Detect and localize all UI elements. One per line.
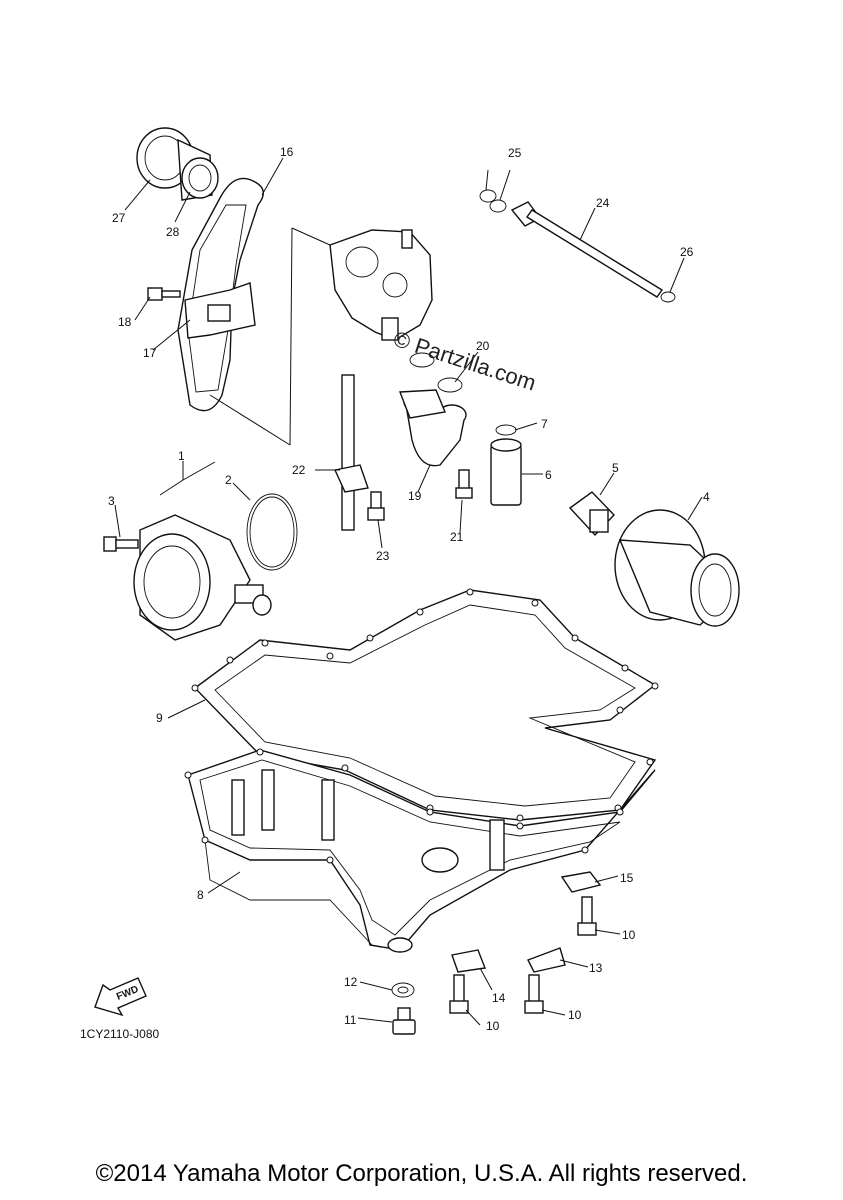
callout-11: 11 (344, 1013, 357, 1027)
callout-20: 20 (476, 339, 490, 353)
watermark: © Partzilla.com (390, 326, 539, 396)
bolt-18 (147, 287, 181, 301)
callout-12: 12 (344, 975, 358, 989)
bracket-13 (527, 947, 566, 973)
shaft-o-rings (479, 189, 676, 303)
oil-pan-gasket (191, 588, 659, 822)
callout-4: 4 (703, 490, 710, 504)
callout-16: 16 (280, 145, 294, 159)
leader-lines (114, 157, 703, 1026)
callout-26: 26 (680, 245, 694, 259)
bolt-10-right (577, 896, 597, 936)
callout-13: 13 (589, 961, 603, 975)
bolt-3 (103, 536, 139, 552)
copyright-notice: ©2014 Yamaha Motor Corporation, U.S.A. A… (95, 1160, 748, 1187)
callout-28: 28 (166, 225, 180, 239)
oil-cooler (133, 514, 272, 641)
callout-27: 27 (112, 211, 126, 225)
drain-washer (391, 982, 415, 998)
bracket-15 (560, 871, 602, 893)
relief-valve (490, 424, 522, 506)
drive-sprocket-assembly (136, 127, 219, 201)
pipe-o-rings (409, 352, 463, 393)
callout-10-right: 10 (622, 928, 636, 942)
oil-filter (614, 509, 740, 627)
oil-delivery-pipe (399, 389, 467, 467)
callout-17: 17 (143, 346, 157, 360)
callout-9: 9 (156, 711, 163, 725)
callout-8: 8 (197, 888, 204, 902)
bolt-10-left (449, 974, 469, 1014)
callout-3: 3 (108, 494, 115, 508)
drain-bolt (392, 1007, 416, 1035)
callout-6: 6 (545, 468, 552, 482)
oil-pan (184, 748, 656, 953)
diagram-code: 1CY2110-J080 (80, 1027, 159, 1041)
bolt-10-middle (524, 974, 544, 1014)
bolt-21 (455, 469, 473, 499)
bolt-23 (367, 491, 385, 521)
oil-strainer-pipe (333, 374, 369, 531)
callout-22: 22 (292, 463, 306, 477)
oil-level-shaft (510, 201, 664, 298)
oil-pump (289, 227, 433, 446)
union-bolt (568, 491, 615, 537)
callout-15: 15 (620, 871, 634, 885)
callout-10-middle: 10 (568, 1008, 582, 1022)
callout-25: 25 (508, 146, 522, 160)
callout-10-left: 10 (486, 1019, 500, 1033)
callout-24: 24 (596, 196, 610, 210)
callout-1: 1 (178, 449, 185, 463)
callout-labels: 16 27 28 18 17 25 24 26 20 7 6 5 4 1 2 3… (108, 145, 710, 1033)
callout-14: 14 (492, 991, 506, 1005)
callout-2: 2 (225, 473, 232, 487)
callout-18: 18 (118, 315, 132, 329)
cooler-o-ring (246, 493, 298, 571)
fwd-arrow-icon: FWD (94, 977, 147, 1017)
callout-21: 21 (450, 530, 464, 544)
callout-5: 5 (612, 461, 619, 475)
callout-7: 7 (541, 417, 548, 431)
bracket-14 (451, 949, 486, 973)
callout-19: 19 (408, 489, 422, 503)
chain-guide (184, 282, 256, 339)
callout-23: 23 (376, 549, 390, 563)
